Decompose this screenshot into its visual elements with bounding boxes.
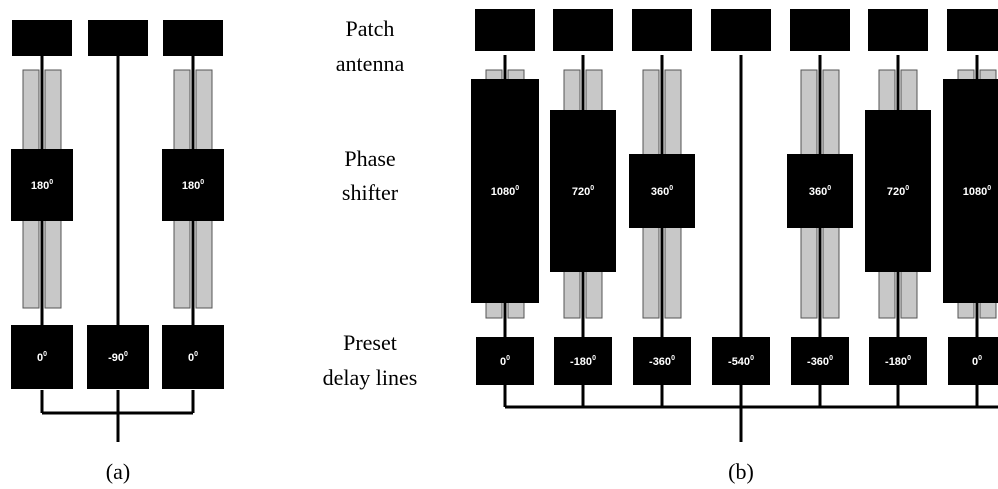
panel-b-delay-line-5-value: -1800 [885,355,911,368]
panel-a-delay-line-2 [162,325,224,389]
panel-b-phase-shifter-1 [550,110,616,272]
row-label-phase-2: shifter [342,180,399,205]
row-label-patch-2: antenna [336,51,405,76]
panel-b-delay-line-6 [948,337,998,385]
panel-b-delay-line-6-value: 00 [972,355,982,368]
panel-b-phase-shifter-0-value: 10800 [491,185,519,198]
panel-b-phase-shifter-4 [787,154,853,228]
panel-b-delay-line-0 [476,337,534,385]
panel-b-delay-line-4 [791,337,849,385]
panel-b-phase-shifter-6 [943,79,998,303]
panel-b-patch-antenna-5 [868,9,928,51]
row-label-phase-1: Phase [344,146,395,171]
panel-b-phase-shifter-5-value: 7200 [887,185,909,198]
panel-a-delay-line-1-value: -900 [108,351,128,364]
panel-b-patch-antenna-2 [632,9,692,51]
panel-b-phase-shifter-1-value: 7200 [572,185,594,198]
panel-b-patch-antenna-3 [711,9,771,51]
panel-b-phase-shifter-4-value: 3600 [809,185,831,198]
caption-b: (b) [728,459,754,484]
panel-a-patch-antenna-0 [12,20,72,56]
component-boxes: 1800 00 -900 1800 00 10800 00 7200 -1800 3600 -360… [11,9,998,389]
panel-a-phase-shifter-2-value: 1800 [182,179,204,192]
panel-b-delay-line-1-value: -1800 [570,355,596,368]
panel-a-delay-line-0 [11,325,73,389]
panel-b-phase-shifter-5 [865,110,931,272]
panel-b-patch-antenna-4 [790,9,850,51]
panel-b-patch-antenna-1 [553,9,613,51]
row-label-preset-2: delay lines [323,365,418,390]
panel-a-delay-line-2-value: 00 [188,351,198,364]
panel-a-delay-line-0-value: 00 [37,351,47,364]
panel-a-phase-shifter-0 [11,149,73,221]
caption-a: (a) [106,459,130,484]
panel-b-delay-line-5 [869,337,927,385]
panel-a-patch-antenna-2 [163,20,223,56]
panel-b-patch-antenna-0 [475,9,535,51]
row-label-patch-1: Patch [346,16,395,41]
panel-b-delay-line-2-value: -3600 [649,355,675,368]
panel-b-delay-line-2 [633,337,691,385]
panel-b-phase-shifter-2-value: 3600 [651,185,673,198]
panel-b-delay-line-0-value: 00 [500,355,510,368]
panel-a-delay-line-1 [87,325,149,389]
panel-b-patch-antenna-6 [947,9,998,51]
row-label-preset-1: Preset [343,330,397,355]
panel-a-phase-shifter-2 [162,149,224,221]
panel-b-phase-shifter-0 [471,79,539,303]
panel-b-delay-line-1 [554,337,612,385]
panel-a-patch-antenna-1 [88,20,148,56]
panel-b-phase-shifter-2 [629,154,695,228]
panel-b-phase-shifter-6-value: 10800 [963,185,991,198]
panel-b-delay-line-4-value: -3600 [807,355,833,368]
panel-a-phase-shifter-0-value: 1800 [31,179,53,192]
panel-b-delay-line-3 [712,337,770,385]
panel-b-delay-line-3-value: -5400 [728,355,754,368]
